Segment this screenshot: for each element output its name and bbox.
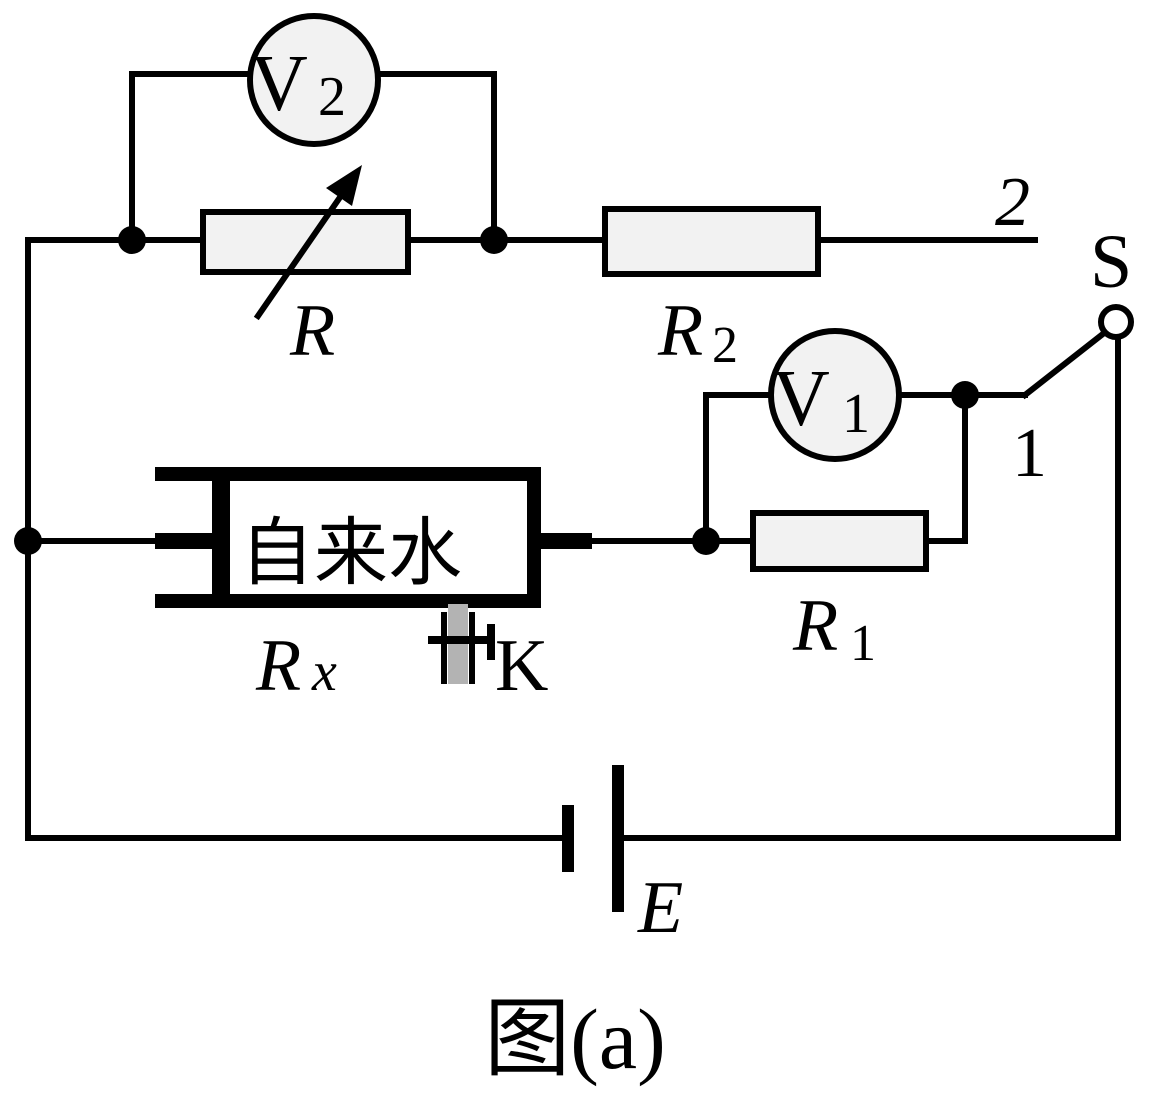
resistor-r2-subscript: 2 xyxy=(712,317,738,374)
junction-node xyxy=(951,381,979,409)
voltmeter-v2-dial xyxy=(247,13,381,147)
water-tube: 自来水 K R x xyxy=(155,467,592,707)
voltmeter-v1-dial xyxy=(768,328,902,462)
water-resistance-subscript: x xyxy=(311,641,337,703)
voltmeter-v2: V 2 xyxy=(247,13,381,147)
switch-blade[interactable] xyxy=(1020,325,1113,400)
v1-wire-left xyxy=(703,392,773,544)
r1-wire-right xyxy=(923,392,968,544)
water-resistance-letter: R xyxy=(255,625,301,707)
resistor-r1-body xyxy=(750,510,929,572)
tube-bottom-wall xyxy=(155,594,541,608)
left-electrode-rod xyxy=(155,533,215,549)
wires xyxy=(25,71,1121,841)
resistor-r1: R 1 xyxy=(750,510,929,672)
resistor-r1-subscript: 1 xyxy=(850,615,876,672)
valve-label: K xyxy=(495,625,548,707)
junction-node xyxy=(480,226,508,254)
v2-wire-right xyxy=(375,71,497,243)
switch-label: S xyxy=(1090,220,1132,304)
rheostat-arrow-shaft xyxy=(253,185,350,321)
voltmeter-v1: V 1 xyxy=(768,328,902,462)
battery: E xyxy=(562,765,683,949)
resistor-r2-body xyxy=(602,206,821,277)
switch-pivot-icon[interactable] xyxy=(1098,304,1134,340)
water-tube-label: 自来水 xyxy=(240,510,462,596)
rheostat: R xyxy=(200,165,411,372)
tube-right-plate xyxy=(527,467,541,608)
switch-assembly: 2 S 1 xyxy=(995,164,1134,492)
terminal-2-label: 2 xyxy=(995,164,1030,241)
resistor-r1-letter: R xyxy=(792,585,838,667)
voltmeter-v2-letter: V xyxy=(250,40,308,128)
voltmeter-v2-subscript: 2 xyxy=(318,66,346,128)
tube-top-wall xyxy=(155,467,541,481)
junction-node xyxy=(14,527,42,555)
tube-left-plate xyxy=(212,467,230,608)
voltmeter-v1-letter: V xyxy=(772,355,830,443)
figure-caption: 图(a) xyxy=(484,991,665,1087)
junction-node xyxy=(118,226,146,254)
junctions xyxy=(14,226,979,555)
resistor-r2: R 2 xyxy=(602,206,821,374)
rheostat-label: R xyxy=(289,290,335,372)
junction-node xyxy=(692,527,720,555)
arrow-head-icon xyxy=(326,165,362,206)
battery-label: E xyxy=(637,867,683,949)
resistor-r2-letter: R xyxy=(657,290,703,372)
right-electrode-rod xyxy=(538,533,592,549)
voltmeter-v1-subscript: 1 xyxy=(842,383,870,445)
terminal-1-label: 1 xyxy=(1012,415,1047,492)
v2-wire-left xyxy=(129,71,253,243)
